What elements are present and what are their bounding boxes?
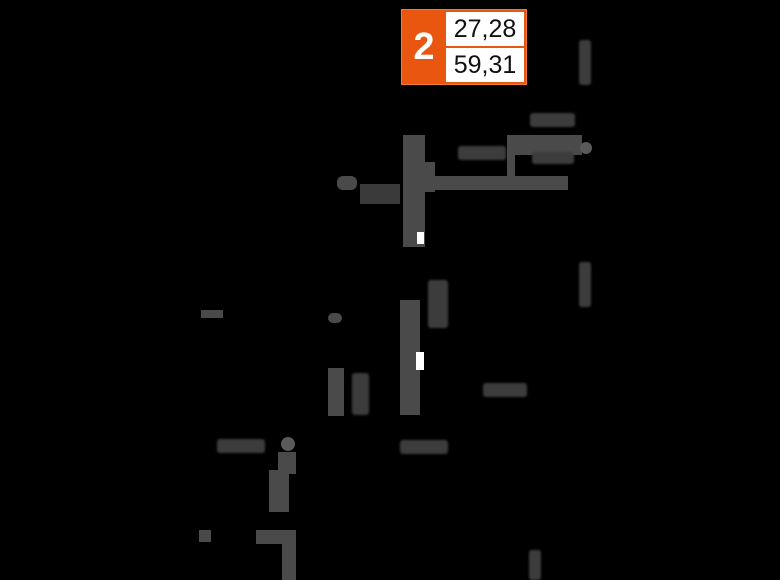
dimension-label <box>579 262 591 307</box>
dimension-label <box>483 383 527 397</box>
wall-segment <box>430 176 568 190</box>
wall-segment <box>282 530 296 580</box>
wall-node <box>281 437 295 451</box>
dimension-label <box>428 280 448 328</box>
wall-segment <box>278 452 296 474</box>
wall-segment <box>507 135 582 155</box>
dimension-label <box>579 40 591 85</box>
wall-segment <box>400 300 420 415</box>
door-icon <box>337 176 357 190</box>
entry-marker <box>201 310 223 318</box>
dimension-label <box>529 550 541 580</box>
window-opening <box>417 232 424 244</box>
dimension-label <box>530 113 575 127</box>
area-values: 27,28 59,31 <box>446 12 524 82</box>
dimension-label <box>458 146 506 160</box>
wall-node <box>580 142 592 154</box>
entry-marker <box>199 530 211 542</box>
dimension-label <box>352 373 369 415</box>
dimension-label <box>360 184 400 204</box>
living-area: 27,28 <box>446 12 524 48</box>
wall-segment <box>507 135 515 190</box>
wall-segment <box>269 470 289 512</box>
wall-segment <box>425 162 435 192</box>
wall-segment <box>403 135 425 247</box>
area-badge: 2 27,28 59,31 <box>401 9 527 85</box>
total-area: 59,31 <box>453 50 517 79</box>
dimension-label <box>532 152 574 164</box>
rooms-count: 2 <box>413 25 435 68</box>
dimension-label <box>400 440 448 454</box>
dimension-label <box>217 439 265 453</box>
window-opening <box>416 352 424 370</box>
door-icon <box>328 313 342 323</box>
wall-segment <box>328 368 344 416</box>
